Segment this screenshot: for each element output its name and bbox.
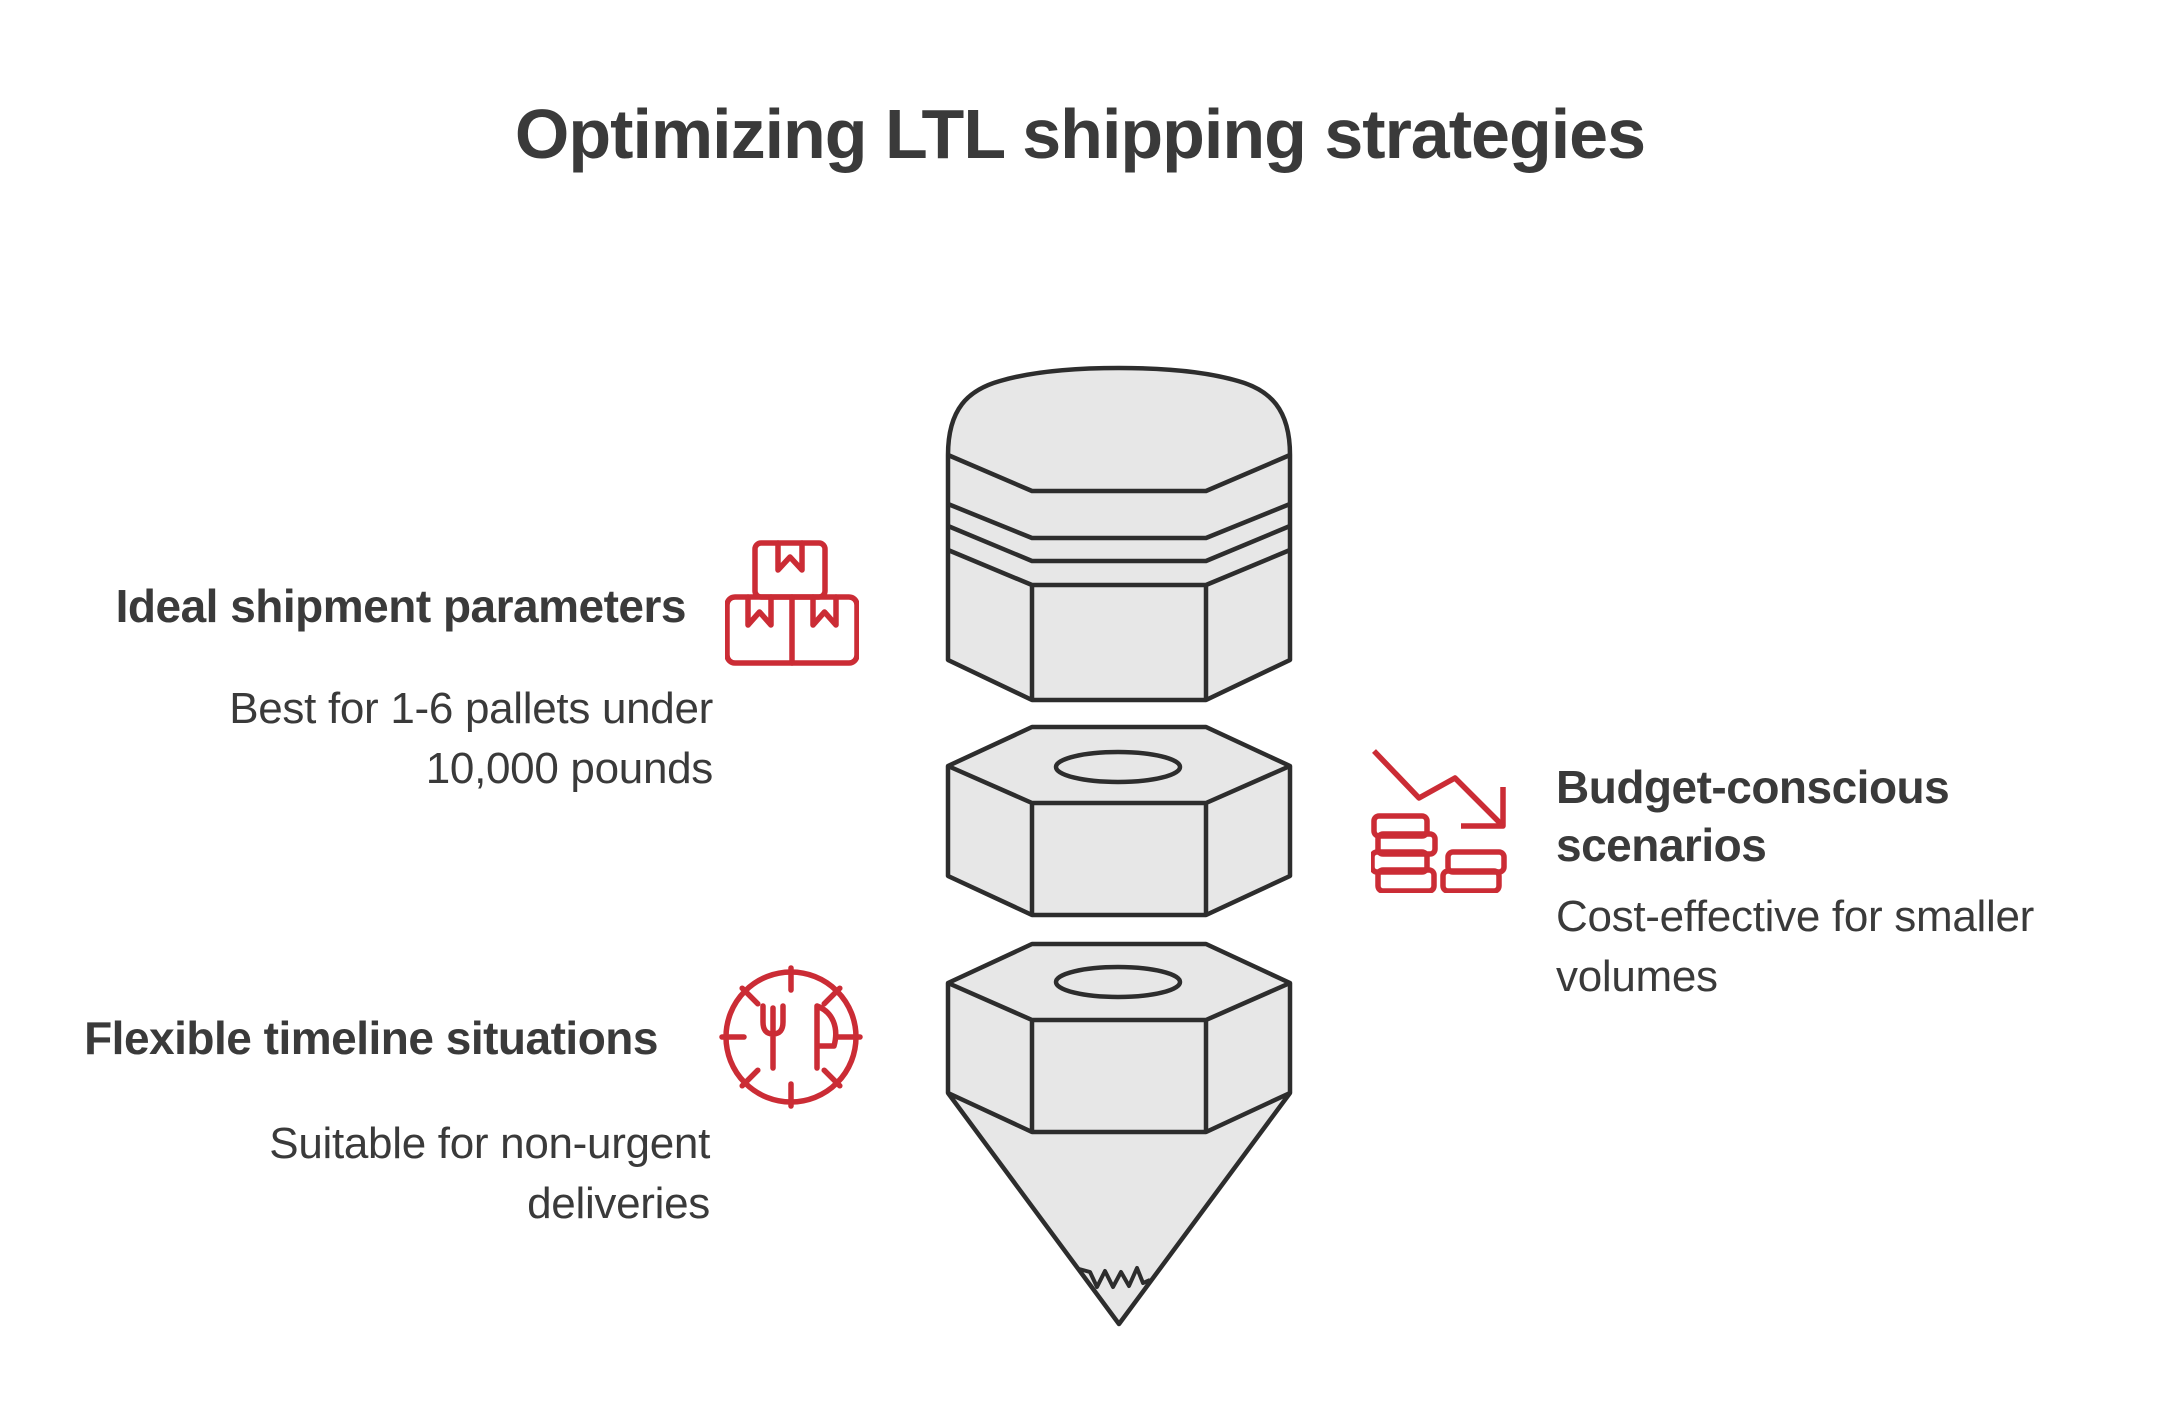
title-line: scenarios bbox=[1556, 819, 1767, 871]
declining-cost-coins-icon bbox=[1371, 749, 1507, 893]
subtitle-line: Cost-effective for smaller bbox=[1556, 892, 2034, 941]
knife-hand bbox=[814, 1003, 839, 1071]
section-title-flexible-timeline: Flexible timeline situations bbox=[84, 1012, 658, 1064]
title-line: Budget-conscious bbox=[1556, 761, 1950, 813]
section-subtitle-flexible-timeline: Suitable for non-urgent deliveries bbox=[269, 1114, 710, 1234]
drill-bit-illustration bbox=[945, 365, 1293, 1327]
section-subtitle-budget-conscious: Cost-effective for smaller volumes bbox=[1556, 887, 2034, 1007]
page-title: Optimizing LTL shipping strategies bbox=[514, 95, 1646, 173]
stacked-boxes-icon bbox=[725, 540, 859, 666]
subtitle-line: Best for 1-6 pallets under bbox=[229, 684, 713, 733]
rounded-cap-segment bbox=[945, 365, 1293, 703]
hex-nut-cone-tip-segment bbox=[945, 941, 1293, 1327]
subtitle-line: volumes bbox=[1556, 952, 1718, 1001]
subtitle-line: Suitable for non-urgent bbox=[269, 1119, 710, 1168]
section-subtitle-ideal-shipment: Best for 1-6 pallets under 10,000 pounds bbox=[229, 679, 713, 799]
hex-nut-segment bbox=[945, 724, 1293, 918]
clock-icon bbox=[719, 965, 863, 1109]
section-title-ideal-shipment: Ideal shipment parameters bbox=[115, 580, 687, 632]
subtitle-line: deliveries bbox=[527, 1179, 710, 1228]
fork-hand bbox=[760, 1003, 786, 1071]
broken-tip-crack bbox=[1078, 1266, 1151, 1289]
section-title-budget-conscious: Budget-conscious scenarios bbox=[1556, 758, 1950, 874]
subtitle-line: 10,000 pounds bbox=[425, 744, 714, 793]
clock-ticks bbox=[719, 965, 863, 1109]
